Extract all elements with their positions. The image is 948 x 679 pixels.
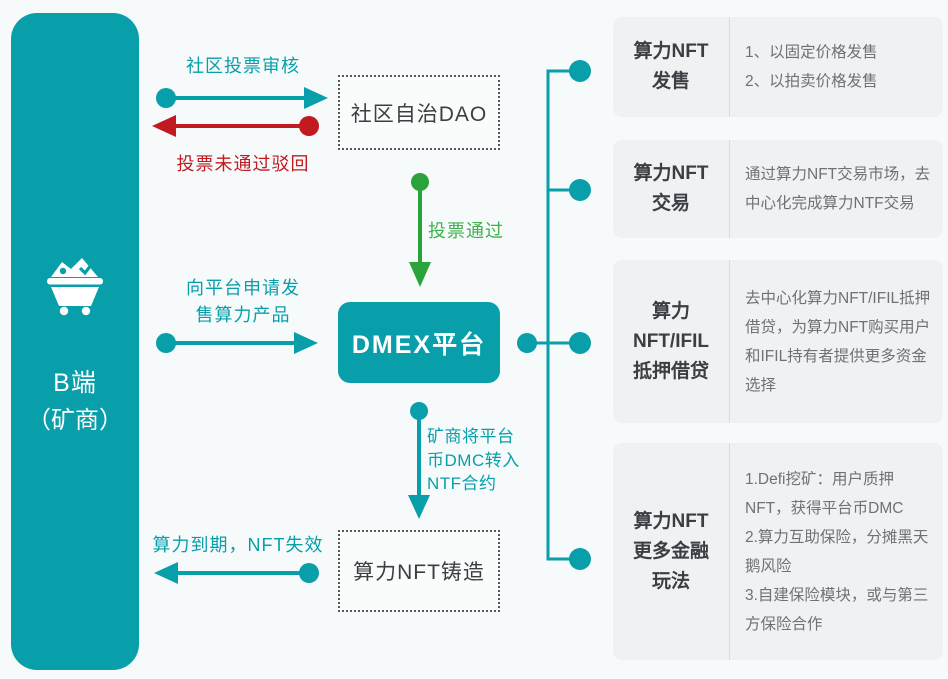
arrow-vote-passed <box>409 173 431 287</box>
label-vote-rejected: 投票未通过驳回 <box>176 154 310 174</box>
actor-miner-block: B端 （矿商） <box>11 13 139 670</box>
feature-title: 算力NFT 交易 <box>633 163 709 214</box>
arrow-expire <box>154 562 319 584</box>
feature-title: 算力NFT 更多金融 玩法 <box>632 510 709 592</box>
node-dmex-platform: DMEX平台 <box>338 302 500 383</box>
feature-body: 1、以固定价格发售 2、以拍卖价格发售 <box>745 44 878 90</box>
actor-subtitle: （矿商） <box>27 407 123 434</box>
card-divider <box>729 443 730 660</box>
feature-connector <box>517 60 591 570</box>
mine-cart-icon <box>47 258 103 316</box>
label-apply: 向平台申请发 售算力产品 <box>186 278 300 325</box>
arrow-apply <box>156 332 318 354</box>
arrow-transfer <box>408 402 430 519</box>
feature-title: 算力NFT 发售 <box>633 41 709 92</box>
feature-card-defi: 算力NFT 更多金融 玩法 1.Defi挖矿：用户质押NFT，获得平台币DMC … <box>613 443 943 660</box>
label-expire: 算力到期，NFT失效 <box>152 535 324 555</box>
node-dao: 社区自治DAO <box>338 75 500 150</box>
card-divider <box>729 140 730 238</box>
feature-title: 算力 NFT/IFIL 抵押借贷 <box>632 300 709 382</box>
label-vote-review: 社区投票审核 <box>186 56 300 76</box>
feature-body: 1.Defi挖矿：用户质押NFT，获得平台币DMC 2.算力互助保险，分摊黑天鹅… <box>745 470 929 633</box>
arrow-vote-rejected <box>152 115 319 137</box>
feature-card-issue: 算力NFT 发售 1、以固定价格发售 2、以拍卖价格发售 <box>613 17 943 117</box>
feature-card-lending: 算力 NFT/IFIL 抵押借贷 去中心化算力NFT/IFIL抵押借贷，为算力N… <box>613 260 943 423</box>
label-vote-passed: 投票通过 <box>428 221 504 241</box>
arrow-vote-review <box>156 87 328 109</box>
feature-body: 去中心化算力NFT/IFIL抵押借贷，为算力NFT购买用户和IFIL持有者提供更… <box>745 289 931 394</box>
card-divider <box>729 260 730 423</box>
actor-name: B端 <box>53 369 97 397</box>
feature-card-trade: 算力NFT 交易 通过算力NFT交易市场，去中心化完成算力NTF交易 <box>613 140 943 238</box>
card-divider <box>729 17 730 117</box>
label-transfer: 矿商将平台 币DMC转入 NTF合约 <box>427 427 520 493</box>
node-nft-mint: 算力NFT铸造 <box>338 530 500 612</box>
feature-body: 通过算力NFT交易市场，去中心化完成算力NTF交易 <box>745 166 931 212</box>
